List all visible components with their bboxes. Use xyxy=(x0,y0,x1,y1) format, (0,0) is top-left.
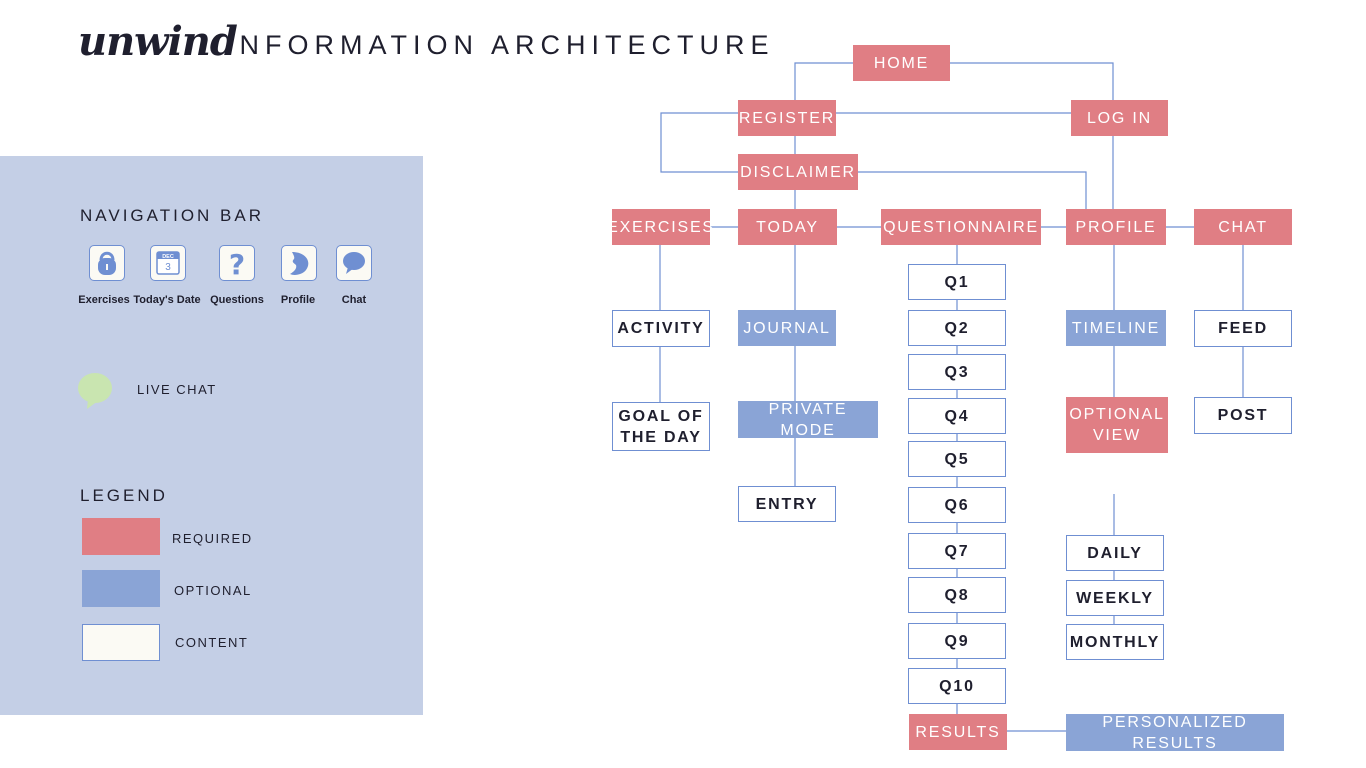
svg-text:?: ? xyxy=(229,248,245,280)
node-q9: Q9 xyxy=(908,623,1006,659)
live-chat-icon[interactable] xyxy=(78,372,114,415)
node-q2: Q2 xyxy=(908,310,1006,346)
node-q10: Q10 xyxy=(908,668,1006,704)
node-home: HOME xyxy=(853,45,950,81)
node-journal: JOURNAL xyxy=(738,310,836,346)
node-post: POST xyxy=(1194,397,1292,434)
node-timeline: TIMELINE xyxy=(1066,310,1166,346)
nav-label-chat: Chat xyxy=(341,294,367,306)
node-weekly: WEEKLY xyxy=(1066,580,1164,616)
calendar-day: 3 xyxy=(165,262,171,273)
node-q6: Q6 xyxy=(908,487,1006,523)
node-q7: Q7 xyxy=(908,533,1006,569)
node-q1: Q1 xyxy=(908,264,1006,300)
node-today: TODAY xyxy=(738,209,837,245)
node-register: REGISTER xyxy=(738,100,836,136)
node-goal-of-the-day: GOAL OF THE DAY xyxy=(612,402,710,451)
node-questionnaire: QUESTIONNAIRE xyxy=(881,209,1041,245)
node-disclaimer: DISCLAIMER xyxy=(738,154,858,190)
node-results: RESULTS xyxy=(909,714,1007,750)
navigation-bar-title: NAVIGATION BAR xyxy=(80,206,265,225)
unwind-logo: unwind xyxy=(78,18,238,65)
nav-label-exercises: Exercises xyxy=(78,294,130,306)
legend-swatch-optional xyxy=(82,570,160,607)
line-home-register xyxy=(794,62,853,100)
node-feed: FEED xyxy=(1194,310,1292,347)
node-personalized-results: PERSONALIZED RESULTS xyxy=(1066,714,1284,752)
line-register-disclaimer-loop xyxy=(660,112,739,173)
node-chat: CHAT xyxy=(1194,209,1292,245)
node-entry: ENTRY xyxy=(738,486,836,522)
legend-label-content: CONTENT xyxy=(175,635,249,650)
node-profile: PROFILE xyxy=(1066,209,1166,245)
legend-swatch-required xyxy=(82,518,160,555)
node-q5: Q5 xyxy=(908,441,1006,477)
legend-label-required: REQUIRED xyxy=(172,531,253,546)
nav-label-questions: Questions xyxy=(210,294,264,306)
legend-label-optional: OPTIONAL xyxy=(174,583,252,598)
legend-swatch-content xyxy=(82,624,160,661)
question-mark-icon[interactable]: ? xyxy=(219,245,255,281)
calendar-icon[interactable]: DEC 3 xyxy=(150,245,186,281)
calendar-month: DEC xyxy=(162,254,174,260)
node-q4: Q4 xyxy=(908,398,1006,434)
node-optional-view: OPTIONAL VIEW xyxy=(1066,397,1168,453)
node-daily: DAILY xyxy=(1066,535,1164,571)
node-exercises: EXERCISES xyxy=(607,209,713,245)
node-q8: Q8 xyxy=(908,577,1006,613)
node-login: LOG IN xyxy=(1071,100,1168,136)
chat-bubble-icon[interactable] xyxy=(336,245,372,281)
nav-label-todays-date: Today's Date xyxy=(133,294,201,306)
line-home-login xyxy=(949,62,1114,100)
nav-label-profile: Profile xyxy=(280,294,316,306)
profile-head-icon[interactable] xyxy=(281,245,317,281)
node-activity: ACTIVITY xyxy=(612,310,710,347)
live-chat-label: LIVE CHAT xyxy=(137,382,217,397)
kettlebell-icon[interactable] xyxy=(89,245,125,281)
node-private-mode: PRIVATE MODE xyxy=(738,401,878,439)
node-q3: Q3 xyxy=(908,354,1006,390)
line-disclaimer-profile xyxy=(857,171,1087,209)
node-monthly: MONTHLY xyxy=(1066,624,1164,660)
page-title: INFORMATION ARCHITECTURE xyxy=(226,30,775,60)
legend-title: LEGEND xyxy=(80,486,168,505)
